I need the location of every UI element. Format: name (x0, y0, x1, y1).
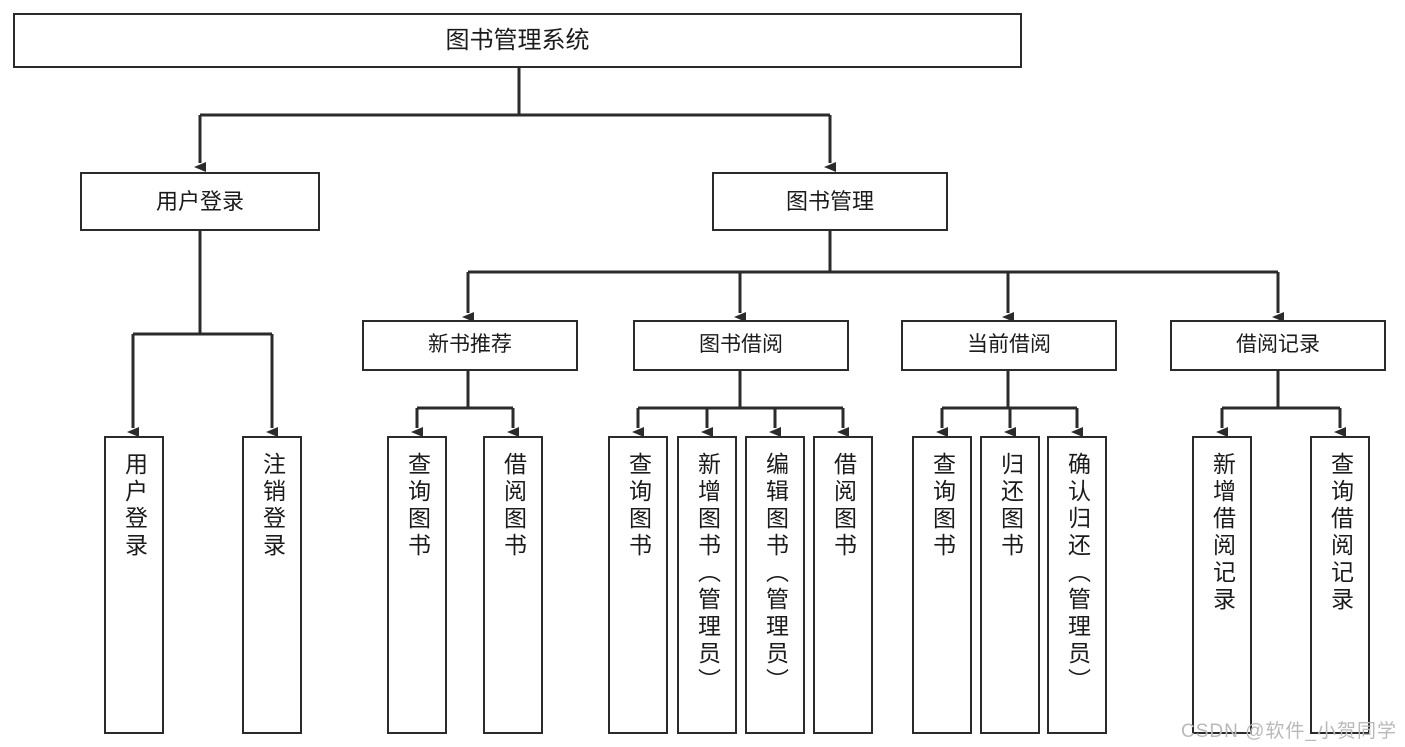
node-label: 用户登录 (121, 452, 148, 560)
node-label: 图书管理系统 (445, 26, 590, 54)
node-label: 查询图书 (929, 452, 956, 560)
leaf-user-login[interactable]: 用户登录 (104, 436, 164, 734)
node-label: 图书管理 (785, 188, 874, 214)
leaf-record-add-record[interactable]: 新增借阅记录 (1192, 436, 1252, 734)
leaf-borrow-add-book-admin[interactable]: 新增图书（管理员） (677, 436, 737, 734)
node-label: 编辑图书（管理员） (762, 452, 789, 695)
leaf-user-logout[interactable]: 注销登录 (242, 436, 302, 734)
node-new-book-recommend[interactable]: 新书推荐 (362, 320, 578, 371)
leaf-borrow-edit-book-admin[interactable]: 编辑图书（管理员） (745, 436, 805, 734)
node-user-login[interactable]: 用户登录 (80, 172, 320, 231)
node-label: 注销登录 (259, 452, 286, 560)
leaf-newbook-query-book[interactable]: 查询图书 (387, 436, 447, 734)
node-borrow-record[interactable]: 借阅记录 (1170, 320, 1386, 371)
node-label: 借阅图书 (500, 452, 527, 560)
leaf-borrow-borrow-book[interactable]: 借阅图书 (813, 436, 873, 734)
watermark-text: CSDN @软件_小贺同学 (1181, 721, 1397, 742)
leaf-newbook-borrow-book[interactable]: 借阅图书 (483, 436, 543, 734)
node-label: 借阅记录 (1236, 333, 1320, 357)
node-label: 归还图书 (997, 452, 1024, 560)
leaf-borrow-query-book[interactable]: 查询图书 (608, 436, 668, 734)
node-current-borrow[interactable]: 当前借阅 (901, 320, 1117, 371)
node-book-management[interactable]: 图书管理 (712, 172, 948, 231)
leaf-current-confirm-return-admin[interactable]: 确认归还（管理员） (1047, 436, 1107, 734)
leaf-record-query-record[interactable]: 查询借阅记录 (1310, 436, 1370, 734)
node-label: 新增借阅记录 (1209, 452, 1236, 614)
node-label: 确认归还（管理员） (1064, 452, 1091, 695)
node-book-borrow[interactable]: 图书借阅 (633, 320, 849, 371)
node-label: 查询图书 (625, 452, 652, 560)
node-label: 借阅图书 (830, 452, 857, 560)
node-label: 用户登录 (155, 188, 244, 214)
node-label: 新增图书（管理员） (694, 452, 721, 695)
leaf-current-return-book[interactable]: 归还图书 (980, 436, 1040, 734)
node-root-system[interactable]: 图书管理系统 (13, 13, 1022, 68)
node-label: 当前借阅 (967, 333, 1051, 357)
node-label: 查询图书 (404, 452, 431, 560)
node-label: 查询借阅记录 (1327, 452, 1354, 614)
node-label: 新书推荐 (428, 333, 512, 357)
leaf-current-query-book[interactable]: 查询图书 (912, 436, 972, 734)
node-label: 图书借阅 (699, 333, 783, 357)
